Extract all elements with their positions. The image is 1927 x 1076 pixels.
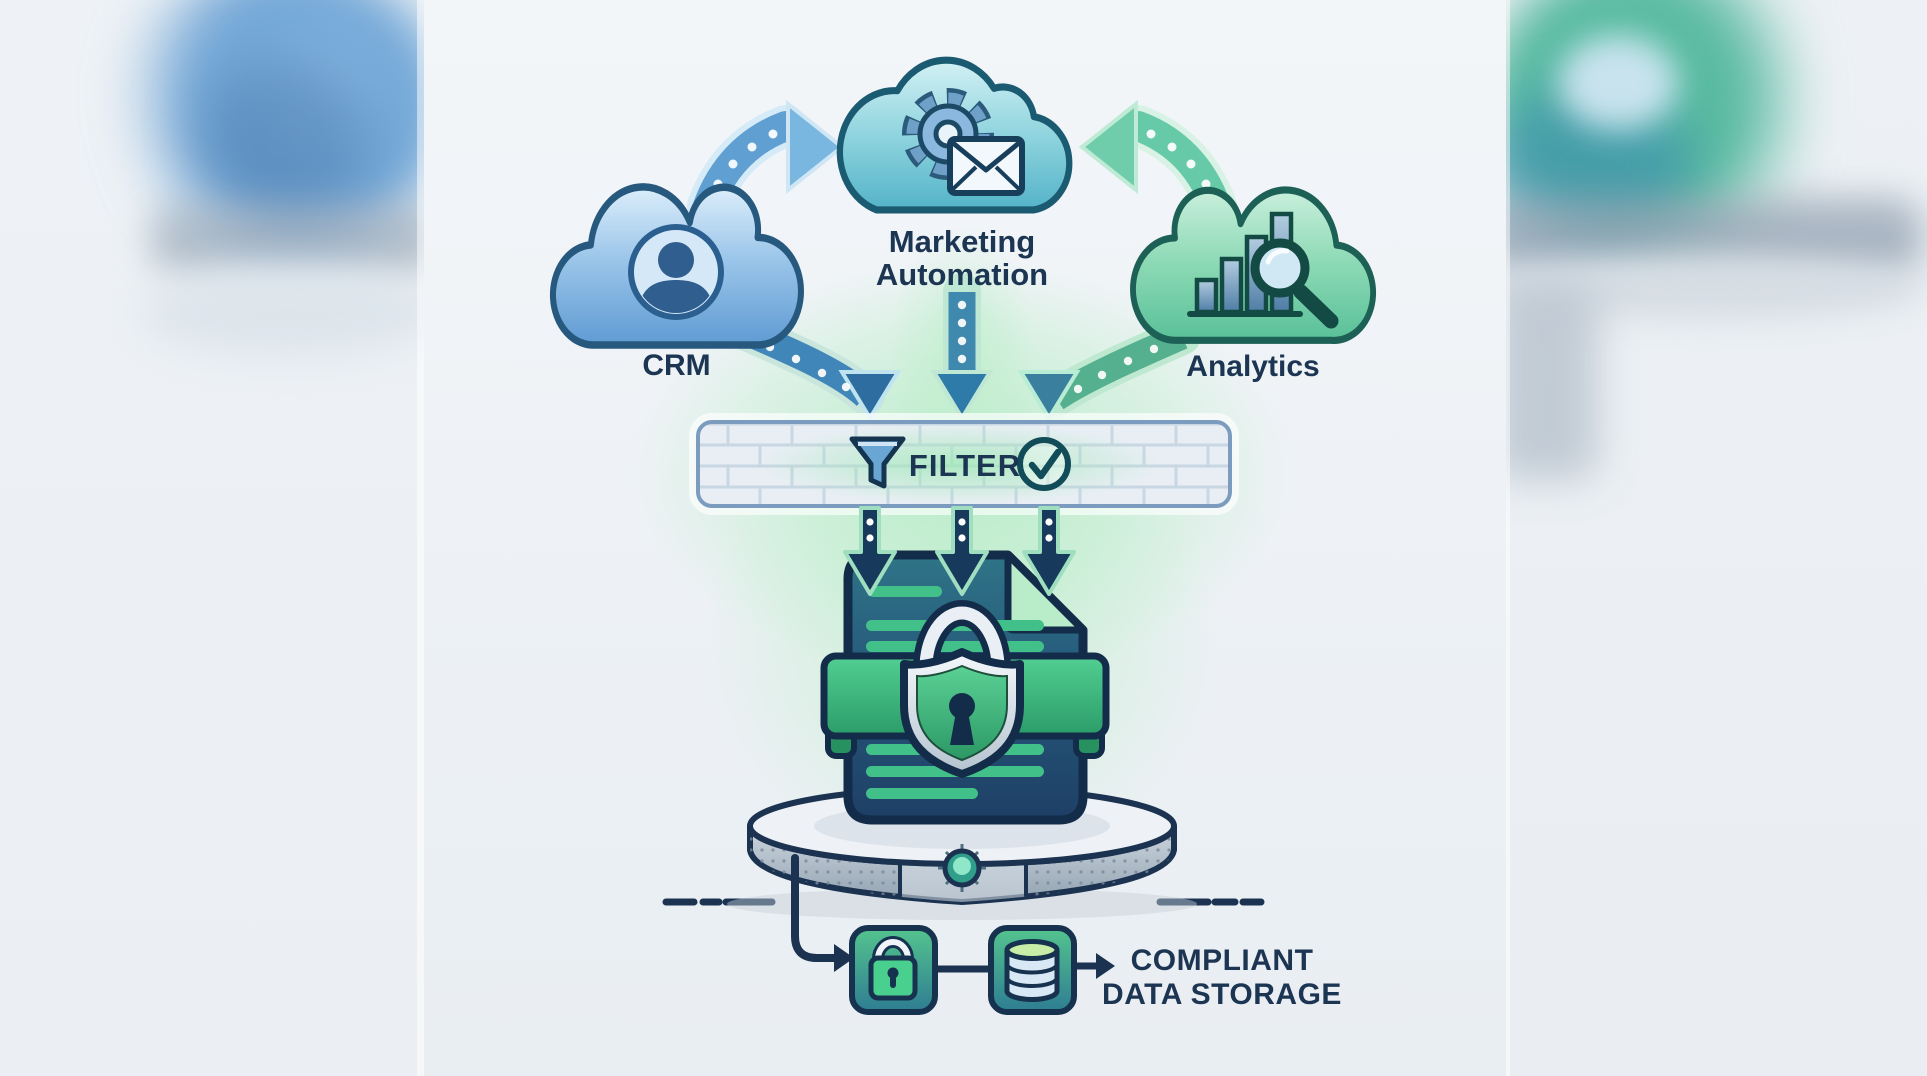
compliant-data-storage-label: COMPLIANT DATA STORAGE xyxy=(1072,944,1372,1011)
user-icon xyxy=(628,224,724,320)
blur-blob xyxy=(150,205,424,275)
platform-button xyxy=(938,844,986,892)
panel-edge xyxy=(417,0,426,1076)
marketing-label-line2: Automation xyxy=(875,256,1049,292)
filter-bar xyxy=(689,413,1239,515)
padlock-badge-icon xyxy=(849,925,938,1015)
storage-label-line1: COMPLIANT xyxy=(1130,944,1314,977)
blur-blob xyxy=(1558,35,1678,130)
arrow-marketing-to-filter xyxy=(930,273,994,422)
magnifier-icon xyxy=(1250,238,1339,329)
filter-label: FILTER xyxy=(908,448,1022,483)
marketing-cloud xyxy=(836,56,1073,214)
analytics-cloud xyxy=(1130,186,1377,344)
flow-connector xyxy=(791,854,1115,979)
blurred-backdrop-right xyxy=(1503,0,1927,1076)
funnel-icon xyxy=(849,436,906,489)
analytics-label: Analytics xyxy=(1186,350,1320,383)
blurred-backdrop-left xyxy=(0,0,424,1076)
keyhole xyxy=(949,693,975,745)
shield-icon xyxy=(900,648,1024,778)
padlock-shackle xyxy=(913,600,1011,689)
envelope-icon xyxy=(947,136,1025,196)
blur-blob xyxy=(140,268,424,358)
arrow-analytics-to-filter xyxy=(1017,317,1201,422)
database-icon xyxy=(988,925,1077,1015)
arrows-filter-to-document xyxy=(843,506,1076,596)
marketing-label-line1: Marketing xyxy=(888,224,1036,259)
diagram-graphics xyxy=(549,56,1377,1015)
crm-cloud xyxy=(549,183,804,349)
arrow-to-storage-label xyxy=(1096,953,1115,979)
blur-blob xyxy=(200,55,370,225)
diagram-panel: CRM Marketing Automation Analytics FILTE… xyxy=(424,0,1506,1076)
crm-label: CRM xyxy=(642,349,711,382)
marketing-automation-label: Marketing Automation xyxy=(812,224,1112,292)
blur-blob xyxy=(1503,285,1598,480)
storage-label-line2: DATA STORAGE xyxy=(1102,977,1342,1011)
check-circle-icon xyxy=(1017,437,1071,491)
arrow-dots xyxy=(1146,129,1211,189)
